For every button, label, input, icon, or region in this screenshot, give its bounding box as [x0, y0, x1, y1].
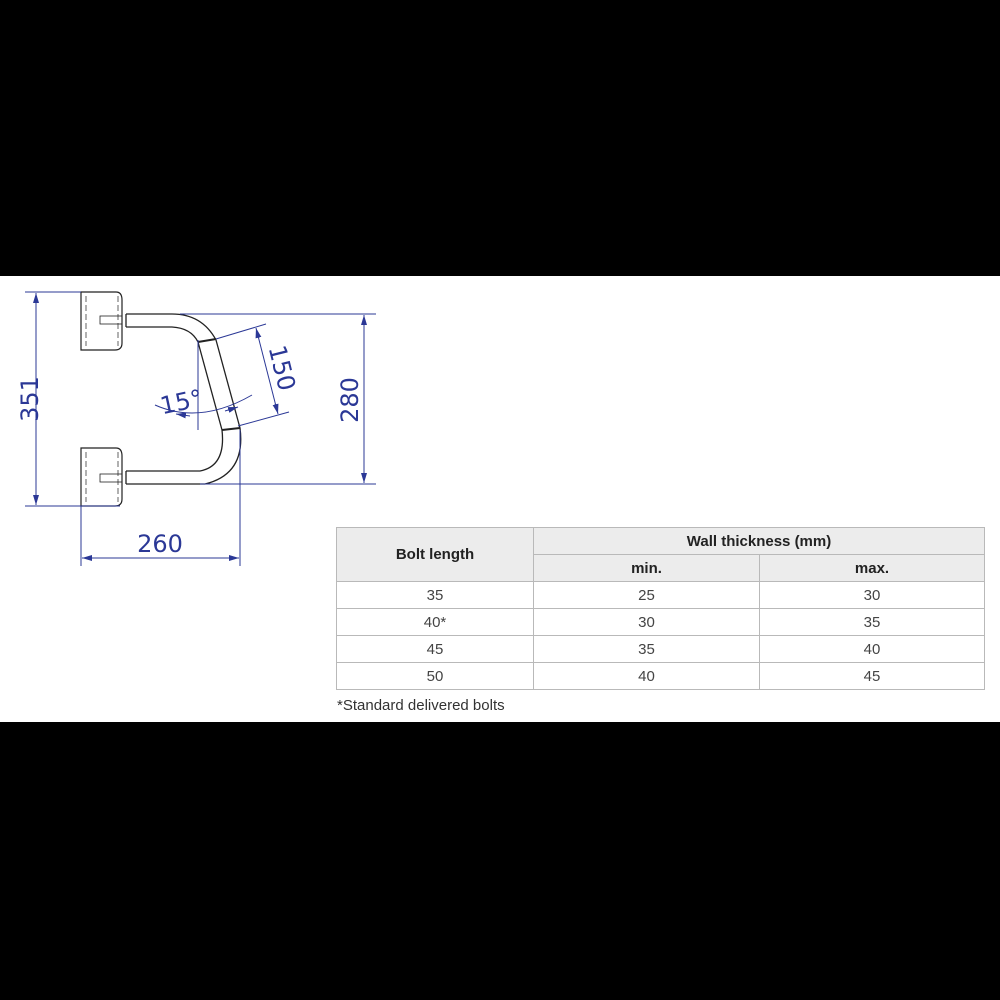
cell-bolt: 45 [336, 635, 534, 663]
bolt-wall-thickness-table: Bolt length Wall thickness (mm) min. max… [336, 527, 985, 690]
wall-bracket-bottom [80, 447, 123, 507]
dimension-150: 150 [263, 342, 301, 393]
cell-min: 40 [533, 662, 760, 690]
cell-max: 45 [759, 662, 985, 690]
cell-bolt: 35 [336, 581, 534, 609]
cell-max: 40 [759, 635, 985, 663]
table-row: 35 25 30 [336, 581, 985, 609]
dimension-260: 260 [137, 530, 183, 558]
cell-bolt: 50 [336, 662, 534, 690]
cell-bolt: 40* [336, 608, 534, 636]
header-max: max. [759, 554, 985, 582]
cell-min: 35 [533, 635, 760, 663]
table-row: 40* 30 35 [336, 608, 985, 636]
cell-max: 30 [759, 581, 985, 609]
wall-bracket-top [80, 291, 123, 351]
dimension-351: 351 [16, 376, 44, 422]
table-footnote: *Standard delivered bolts [337, 697, 505, 714]
header-wall-thickness: Wall thickness (mm) [533, 527, 985, 555]
cell-max: 35 [759, 608, 985, 636]
dimension-280: 280 [336, 377, 364, 423]
cell-min: 25 [533, 581, 760, 609]
header-min: min. [533, 554, 760, 582]
header-bolt-length: Bolt length [336, 527, 534, 582]
dimension-lines [25, 291, 376, 566]
handle-tube [125, 313, 242, 485]
table-row: 50 40 45 [336, 662, 985, 690]
cell-min: 30 [533, 608, 760, 636]
table-row: 45 35 40 [336, 635, 985, 663]
